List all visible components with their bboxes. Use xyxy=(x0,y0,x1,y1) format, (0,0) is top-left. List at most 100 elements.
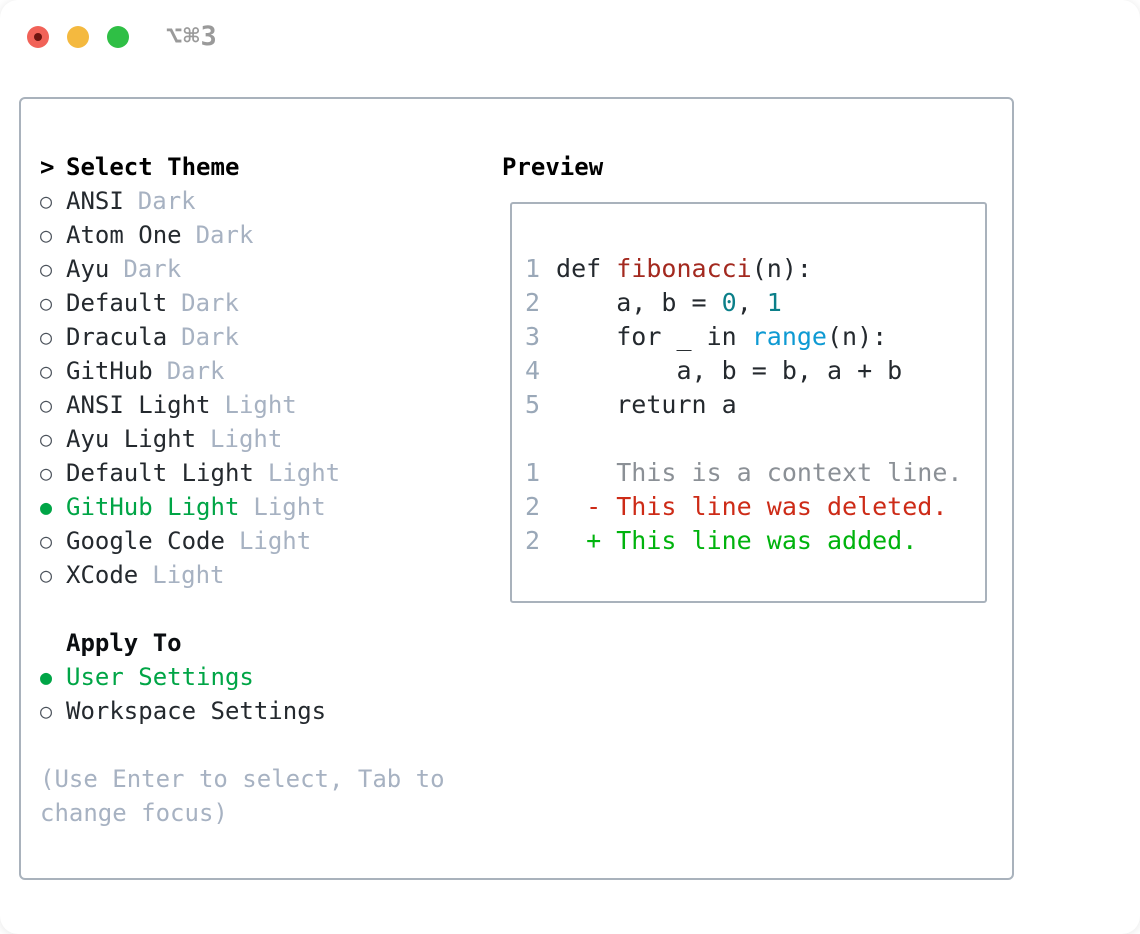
radio-icon: ○ xyxy=(40,427,53,451)
code-token: + This line was added. xyxy=(586,526,918,555)
code-token: This is a context line. xyxy=(541,458,963,487)
theme-name: ANSI Light xyxy=(66,391,211,419)
theme-variant-label: Light xyxy=(210,425,283,453)
code-token: range xyxy=(751,322,827,351)
preview-header: Preview xyxy=(502,150,603,184)
radio-icon: ○ xyxy=(40,563,53,587)
apply-to-header: Apply To xyxy=(40,626,500,660)
titlebar: ⌥⌘3 xyxy=(0,0,1140,75)
theme-name: Default Light xyxy=(66,459,254,487)
theme-option[interactable]: ○ Dracula Dark xyxy=(40,320,500,354)
line-number: 2 xyxy=(525,492,541,521)
theme-option[interactable]: ○ ANSI Light Light xyxy=(40,388,500,422)
close-button[interactable] xyxy=(27,26,49,48)
theme-option[interactable]: ○ Ayu Dark xyxy=(40,252,500,286)
theme-name: Ayu xyxy=(66,255,110,283)
theme-variant-label: Light xyxy=(152,561,225,589)
apply-to-label: User Settings xyxy=(66,663,254,691)
theme-variant-label: Light xyxy=(253,493,326,521)
theme-name: Default xyxy=(66,289,168,317)
preview-line: 2 a, b = 0, 1 xyxy=(525,286,962,320)
code-token: (n): xyxy=(751,254,812,283)
code-token xyxy=(541,492,586,521)
theme-name: Dracula xyxy=(66,323,168,351)
apply-to-option[interactable]: ○ Workspace Settings xyxy=(40,694,500,728)
prompt-icon: > xyxy=(40,153,55,181)
spacer xyxy=(40,592,500,626)
theme-variant-label: Light xyxy=(224,391,297,419)
theme-name: Ayu Light xyxy=(66,425,197,453)
apply-to-option[interactable]: ● User Settings xyxy=(40,660,500,694)
code-token: a, b = b, a + b xyxy=(541,356,903,385)
select-theme-header: > Select Theme xyxy=(40,150,500,184)
help-text: (Use Enter to select, Tab to change focu… xyxy=(40,765,445,827)
preview-line: 4 a, b = b, a + b xyxy=(525,354,962,388)
line-number: 2 xyxy=(525,526,541,555)
radio-icon: ○ xyxy=(40,529,53,553)
code-token: for _ in xyxy=(541,322,752,351)
radio-selected-icon: ● xyxy=(40,495,53,519)
code-token: 1 xyxy=(766,288,782,317)
minimize-button[interactable] xyxy=(67,26,89,48)
radio-icon: ○ xyxy=(40,461,53,485)
code-token xyxy=(541,526,586,555)
code-token: def xyxy=(541,254,617,283)
radio-icon: ○ xyxy=(40,325,53,349)
theme-variant-label: Dark xyxy=(195,221,254,249)
theme-variant-label: Dark xyxy=(181,289,239,317)
code-token: (n): xyxy=(826,322,888,351)
preview-line xyxy=(525,422,962,456)
theme-name: Atom One xyxy=(66,221,182,249)
theme-option[interactable]: ○ Ayu Light Light xyxy=(40,422,500,456)
preview-title: Preview xyxy=(502,153,604,181)
line-number: 5 xyxy=(525,390,541,419)
code-token: - This line was deleted. xyxy=(586,492,948,521)
select-theme-title: Select Theme xyxy=(66,153,240,181)
preview-line: 2 - This line was deleted. xyxy=(525,490,962,524)
line-number: 2 xyxy=(525,288,541,317)
line-number: 3 xyxy=(525,322,541,351)
code-token: fibonacci xyxy=(616,254,752,283)
radio-icon: ○ xyxy=(40,393,53,417)
code-token: return a xyxy=(541,390,737,419)
radio-selected-icon: ● xyxy=(40,665,53,689)
theme-option[interactable]: ○ Google Code Light xyxy=(40,524,500,558)
radio-icon: ○ xyxy=(40,359,53,383)
line-number: 1 xyxy=(525,254,541,283)
apply-to-title: Apply To xyxy=(66,629,182,657)
theme-variant-label: Dark xyxy=(181,323,239,351)
maximize-button[interactable] xyxy=(107,26,129,48)
theme-name: XCode xyxy=(66,561,139,589)
preview-line: 2 + This line was added. xyxy=(525,524,962,558)
radio-icon: ○ xyxy=(40,189,53,213)
theme-name: Google Code xyxy=(66,527,225,555)
preview-line: 5 return a xyxy=(525,388,962,422)
code-token: a, b = xyxy=(541,288,722,317)
apply-to-label: Workspace Settings xyxy=(66,697,327,725)
theme-name: GitHub Light xyxy=(66,493,240,521)
preview-line: 3 for _ in range(n): xyxy=(525,320,962,354)
theme-option[interactable]: ● GitHub Light Light xyxy=(40,490,500,524)
theme-option[interactable]: ○ XCode Light xyxy=(40,558,500,592)
theme-variant-label: Dark xyxy=(123,255,182,283)
line-number: 4 xyxy=(525,356,541,385)
radio-icon: ○ xyxy=(40,257,53,281)
theme-variant-label: Dark xyxy=(137,187,196,215)
theme-name: GitHub xyxy=(66,357,153,385)
theme-variant-label: Light xyxy=(267,459,341,487)
radio-icon: ○ xyxy=(40,699,53,723)
window-title: ⌥⌘3 xyxy=(166,21,218,52)
apply-to-list: ● User Settings ○ Workspace Settings xyxy=(40,660,500,728)
code-token: 0 xyxy=(721,288,737,317)
theme-variant-label: Light xyxy=(238,527,312,555)
theme-option[interactable]: ○ Default Light Light xyxy=(40,456,500,490)
